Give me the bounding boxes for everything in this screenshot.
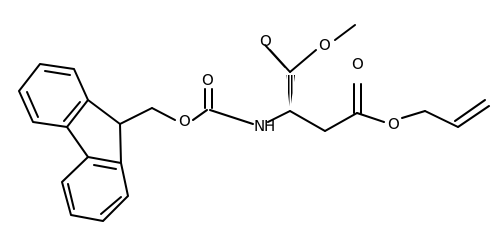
backbone-group [267, 75, 358, 132]
allyl-ch2-ch-bond [424, 110, 459, 128]
methyl-ester-c-o-bond [289, 49, 317, 73]
fluorene-group [18, 63, 129, 222]
atom-o-allyl-ester-carbonyl: O [352, 55, 364, 73]
fluorene-c9-upper-bond [87, 99, 121, 125]
fluorene-biaryl-bond [66, 126, 89, 158]
methyl-ester-co-2 [264, 44, 286, 68]
fluorene-upper-double-1 [44, 70, 71, 76]
fluorene-lower-double-1 [93, 164, 117, 170]
atom-o-methyl-ester-carbonyl: O [260, 32, 272, 50]
methyl-ester-o-ch3-bond [334, 24, 356, 41]
methyl-ester-group [264, 24, 356, 73]
calpha-ch2-bond [289, 110, 326, 132]
allyl-vinyl-double-2 [454, 99, 486, 122]
allyl-ester-c-o-bond [356, 112, 385, 123]
atom-labels: O O N H O O O O [179, 32, 400, 135]
allyl-vinyl-double-1 [457, 105, 490, 128]
atom-h-amide: H [264, 117, 275, 135]
allyl-o-ch2-bond [401, 110, 426, 119]
fluorene-lower-double-3 [67, 183, 75, 210]
fluorene-upper-double-3 [26, 91, 39, 118]
atom-o-allyl-ester: O [388, 115, 400, 133]
allyl-ester-group [353, 83, 490, 128]
fluorene-c9-lower-bond [119, 123, 122, 164]
carbamate-group [119, 88, 254, 125]
ch2-o-bond [151, 107, 176, 121]
carbonyl-n-bond [209, 109, 254, 125]
atom-o-carbamate-ester: O [179, 112, 191, 130]
stereo-hash-wedge [286, 75, 295, 111]
fluorene-lower-double-2 [100, 196, 122, 215]
fluorene-lower-ring [61, 156, 129, 222]
o-carbonyl-bond [192, 109, 208, 121]
c9-ch2-bond [119, 107, 153, 125]
atom-n-amide: N [254, 117, 265, 135]
atom-o-carbamate-carbonyl: O [202, 71, 214, 89]
n-calpha-bond [267, 110, 291, 123]
fluorene-upper-double-2 [63, 101, 81, 122]
atom-o-methyl-ester: O [319, 36, 331, 54]
ch2-allyl-carbonyl-bond [324, 112, 358, 132]
